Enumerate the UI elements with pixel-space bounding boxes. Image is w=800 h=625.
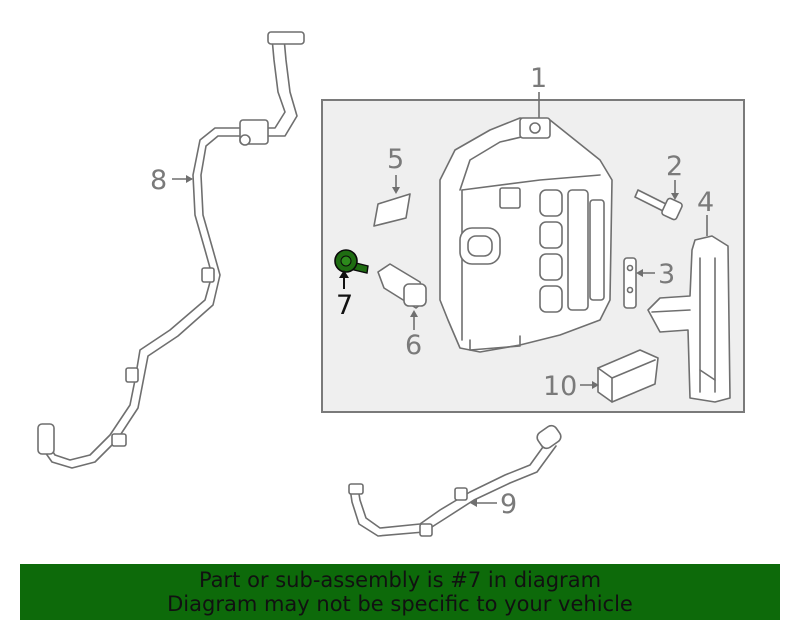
part-7-bolt[interactable]	[334, 249, 369, 274]
part-5-pad[interactable]	[373, 193, 411, 227]
callout-2: 2	[666, 151, 683, 182]
leader-6-arrow	[410, 310, 418, 317]
part-6-sensor[interactable]	[377, 263, 427, 309]
part-1-control-module[interactable]	[439, 117, 613, 353]
callout-7: 7	[336, 290, 353, 321]
part-3-bracket[interactable]	[623, 257, 637, 309]
leader-2-arrow	[671, 193, 679, 200]
callout-1: 1	[530, 63, 547, 94]
part-9-hose[interactable]	[348, 423, 563, 537]
callout-10: 10	[543, 371, 577, 402]
leader-9-arrow	[470, 499, 477, 507]
part-2-bolt[interactable]	[634, 189, 683, 221]
leader-5-arrow	[392, 187, 400, 194]
callout-9: 9	[500, 489, 517, 520]
callout-4: 4	[697, 187, 714, 218]
info-banner: Part or sub-assembly is #7 in diagram Di…	[20, 564, 780, 620]
leader-3-arrow	[636, 269, 643, 277]
callout-8: 8	[150, 165, 167, 196]
callout-5: 5	[387, 144, 404, 175]
callout-3: 3	[658, 259, 675, 290]
leader-8-arrow	[186, 175, 193, 183]
callout-6: 6	[405, 330, 422, 361]
banner-line-2: Diagram may not be specific to your vehi…	[167, 592, 633, 616]
leader-10-arrow	[592, 381, 599, 389]
part-8-hose[interactable]	[37, 31, 305, 469]
part-4-cover[interactable]	[647, 235, 731, 403]
part-10-module[interactable]	[597, 349, 659, 403]
banner-line-1: Part or sub-assembly is #7 in diagram	[198, 568, 602, 592]
leader-7-arrow	[339, 270, 349, 278]
